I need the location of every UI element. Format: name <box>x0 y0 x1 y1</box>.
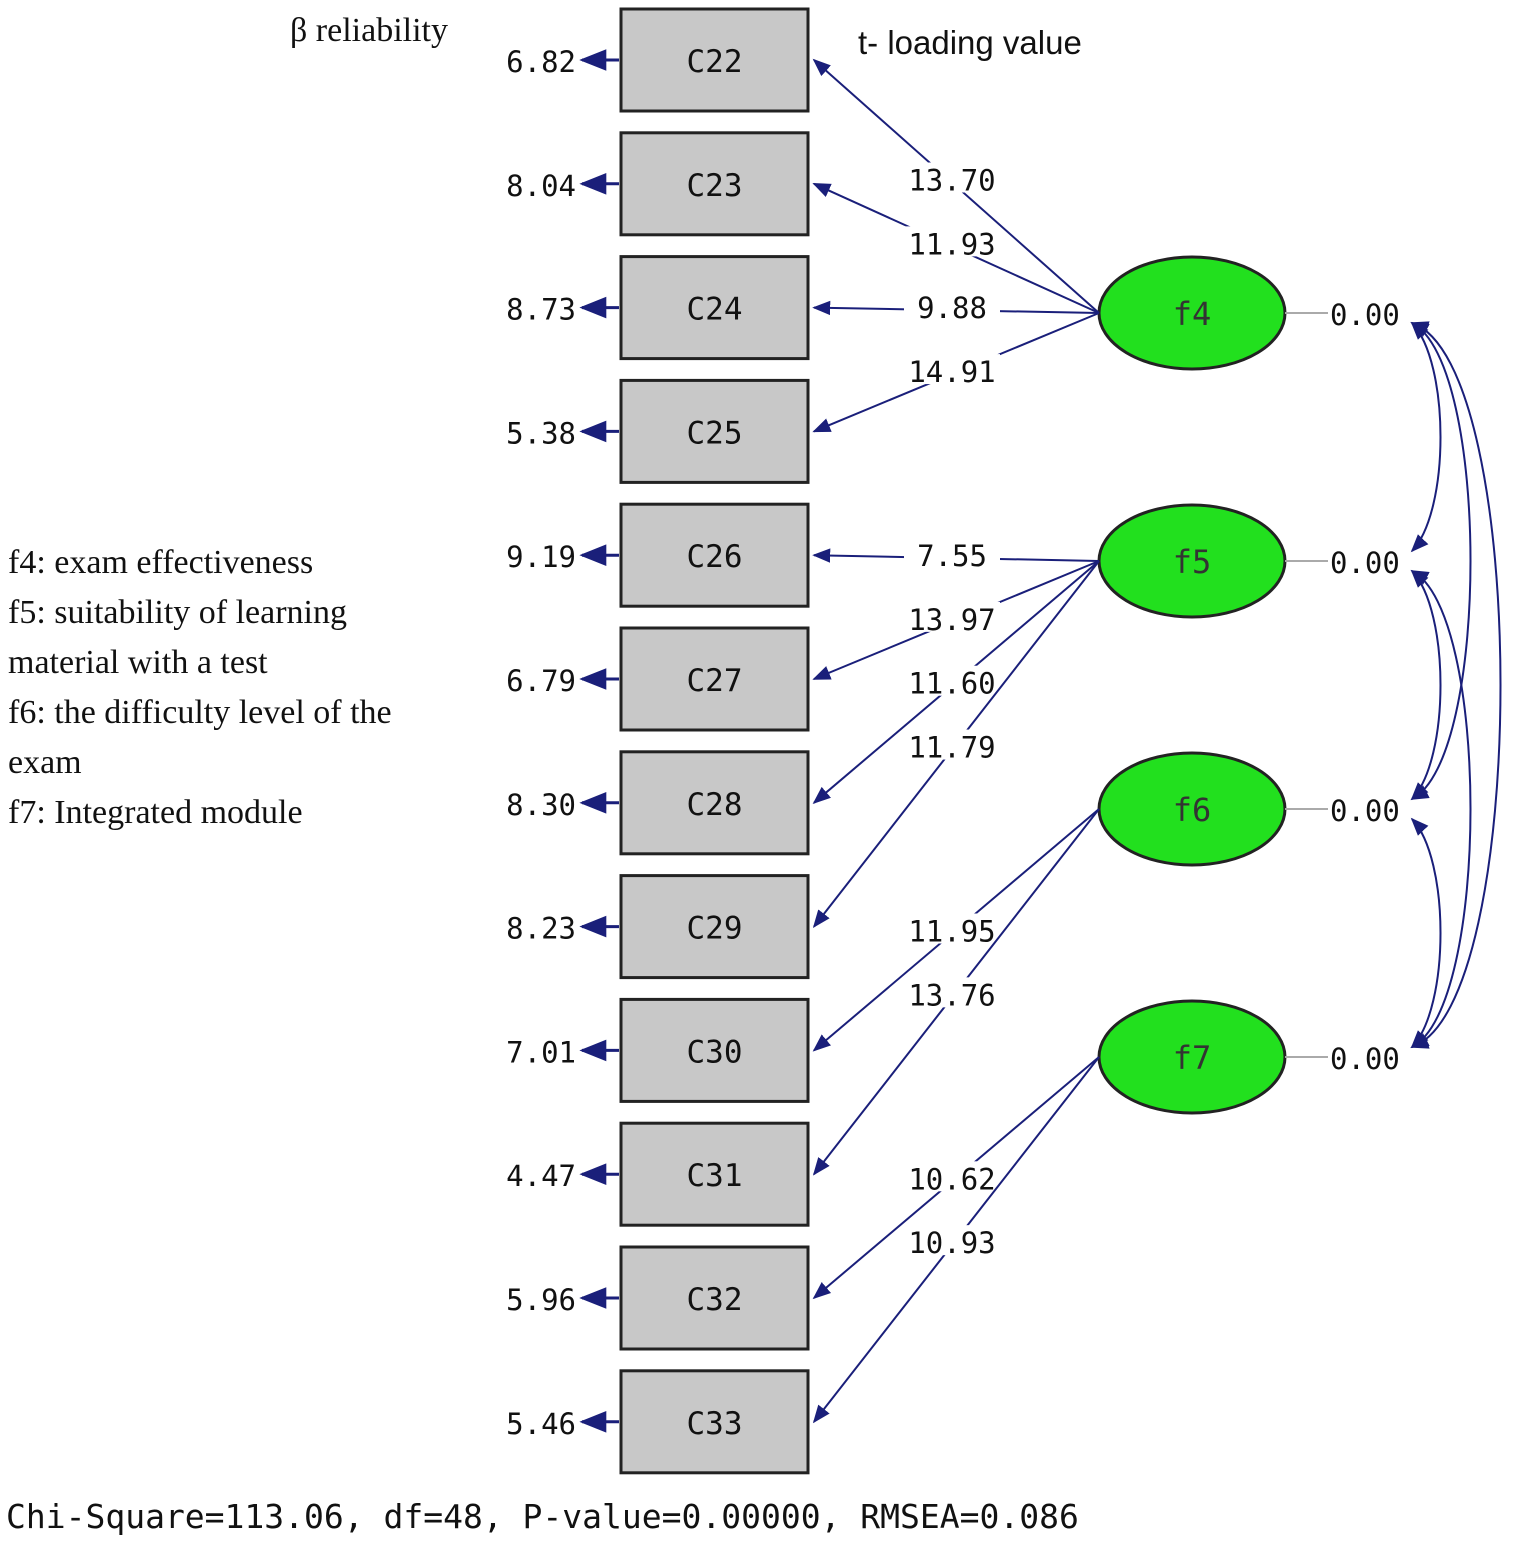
indicator-box-C29 <box>619 874 810 980</box>
loading-value-f5-C27: 13.97 <box>908 603 995 637</box>
covariance-f4-f6 <box>1410 322 1472 800</box>
loading-value-f4-C23: 11.93 <box>908 227 995 261</box>
factor-variance-f6: 0.00 <box>1330 794 1400 828</box>
loading-label-bg-f5-C26 <box>904 538 1000 569</box>
loading-label-bg-f5-C28 <box>904 665 1000 696</box>
loading-value-f4-C24: 9.88 <box>917 291 987 325</box>
loading-value-f6-C31: 13.76 <box>908 978 995 1012</box>
factor-variance-f4: 0.00 <box>1330 298 1400 332</box>
error-value-C29: 8.23 <box>506 912 576 946</box>
factor-label-f6: f6 <box>1173 791 1212 829</box>
covariance-f4-f7 <box>1410 321 1502 1049</box>
error-value-C31: 4.47 <box>506 1159 576 1193</box>
indicator-box-C26 <box>619 502 810 608</box>
indicator-label-C23: C23 <box>687 168 743 204</box>
covariance-f6-f7 <box>1410 817 1442 1049</box>
loading-label-bg-f5-C27 <box>904 601 1000 632</box>
loading-value-f5-C29: 11.79 <box>908 731 995 765</box>
loading-value-f4-C22: 13.70 <box>908 164 995 198</box>
legend-item-f7: f7: Integrated module <box>8 794 303 831</box>
covariance-f5-f6 <box>1410 569 1442 801</box>
loading-label-bg-f7-C33 <box>904 1225 1000 1256</box>
error-value-C32: 5.96 <box>506 1283 576 1317</box>
legend-item-f4: f4: exam effectiveness <box>8 544 314 581</box>
indicator-label-C30: C30 <box>687 1034 743 1070</box>
error-value-C23: 8.04 <box>506 169 576 203</box>
error-value-C24: 8.73 <box>506 293 576 327</box>
reliability-header: β reliability <box>290 12 448 49</box>
indicator-box-C28 <box>619 750 810 856</box>
indicator-box-C27 <box>619 626 810 732</box>
indicator-label-C25: C25 <box>687 415 743 451</box>
loading-value-f7-C33: 10.93 <box>908 1226 995 1260</box>
indicator-label-C32: C32 <box>687 1282 743 1318</box>
indicator-label-C27: C27 <box>687 663 743 699</box>
loading-value-f6-C30: 11.95 <box>908 915 995 949</box>
covariance-f4-f5 <box>1410 321 1442 553</box>
legend-item-f6: f6: the difficulty level of the exam <box>8 694 392 781</box>
loading-value-f4-C25: 14.91 <box>908 355 995 389</box>
error-value-C28: 8.30 <box>506 788 576 822</box>
factor-variance-f5: 0.00 <box>1330 546 1400 580</box>
indicator-box-C23 <box>619 131 810 237</box>
indicator-box-C30 <box>619 997 810 1103</box>
indicator-box-C24 <box>619 255 810 361</box>
loading-value-f5-C26: 7.55 <box>917 539 987 573</box>
loading-label-bg-f4-C25 <box>904 354 1000 385</box>
indicator-box-C22 <box>619 7 810 113</box>
error-value-C25: 5.38 <box>506 416 576 450</box>
factor-label-f5: f5 <box>1173 543 1212 581</box>
loading-label-bg-f7-C32 <box>904 1161 1000 1192</box>
loading-label-bg-f6-C31 <box>904 977 1000 1008</box>
indicator-label-C26: C26 <box>687 539 743 575</box>
loading-label-bg-f4-C23 <box>904 226 1000 257</box>
loading-header: t- loading value <box>858 24 1082 61</box>
indicator-box-C32 <box>619 1245 810 1351</box>
indicator-label-C22: C22 <box>687 44 743 80</box>
error-value-C30: 7.01 <box>506 1035 576 1069</box>
error-value-C22: 6.82 <box>506 45 576 79</box>
factor-label-f7: f7 <box>1173 1039 1212 1077</box>
indicator-box-C31 <box>619 1121 810 1227</box>
factor-legend: f4: exam effectiveness f5: suitability o… <box>8 538 448 838</box>
indicator-box-C33 <box>619 1369 810 1475</box>
error-value-C27: 6.79 <box>506 664 576 698</box>
loading-label-bg-f5-C29 <box>904 729 1000 760</box>
covariance-f5-f7 <box>1410 570 1472 1048</box>
indicator-label-C31: C31 <box>687 1158 743 1194</box>
indicator-label-C28: C28 <box>687 787 743 823</box>
indicator-label-C24: C24 <box>687 292 743 328</box>
factor-variance-f7: 0.00 <box>1330 1042 1400 1076</box>
loading-value-f7-C32: 10.62 <box>908 1162 995 1196</box>
loading-label-bg-f6-C30 <box>904 913 1000 944</box>
loading-value-f5-C28: 11.60 <box>908 667 995 701</box>
indicator-label-C29: C29 <box>687 911 743 947</box>
loading-label-bg-f4-C22 <box>904 162 1000 193</box>
error-value-C26: 9.19 <box>506 540 576 574</box>
legend-item-f5: f5: suitability of learning material wit… <box>8 594 347 681</box>
error-value-C33: 5.46 <box>506 1407 576 1441</box>
loading-label-bg-f4-C24 <box>904 290 1000 321</box>
fit-statistics: Chi-Square=113.06, df=48, P-value=0.0000… <box>6 1497 1079 1536</box>
indicator-label-C33: C33 <box>687 1406 743 1442</box>
indicator-box-C25 <box>619 378 810 484</box>
factor-label-f4: f4 <box>1173 295 1212 333</box>
